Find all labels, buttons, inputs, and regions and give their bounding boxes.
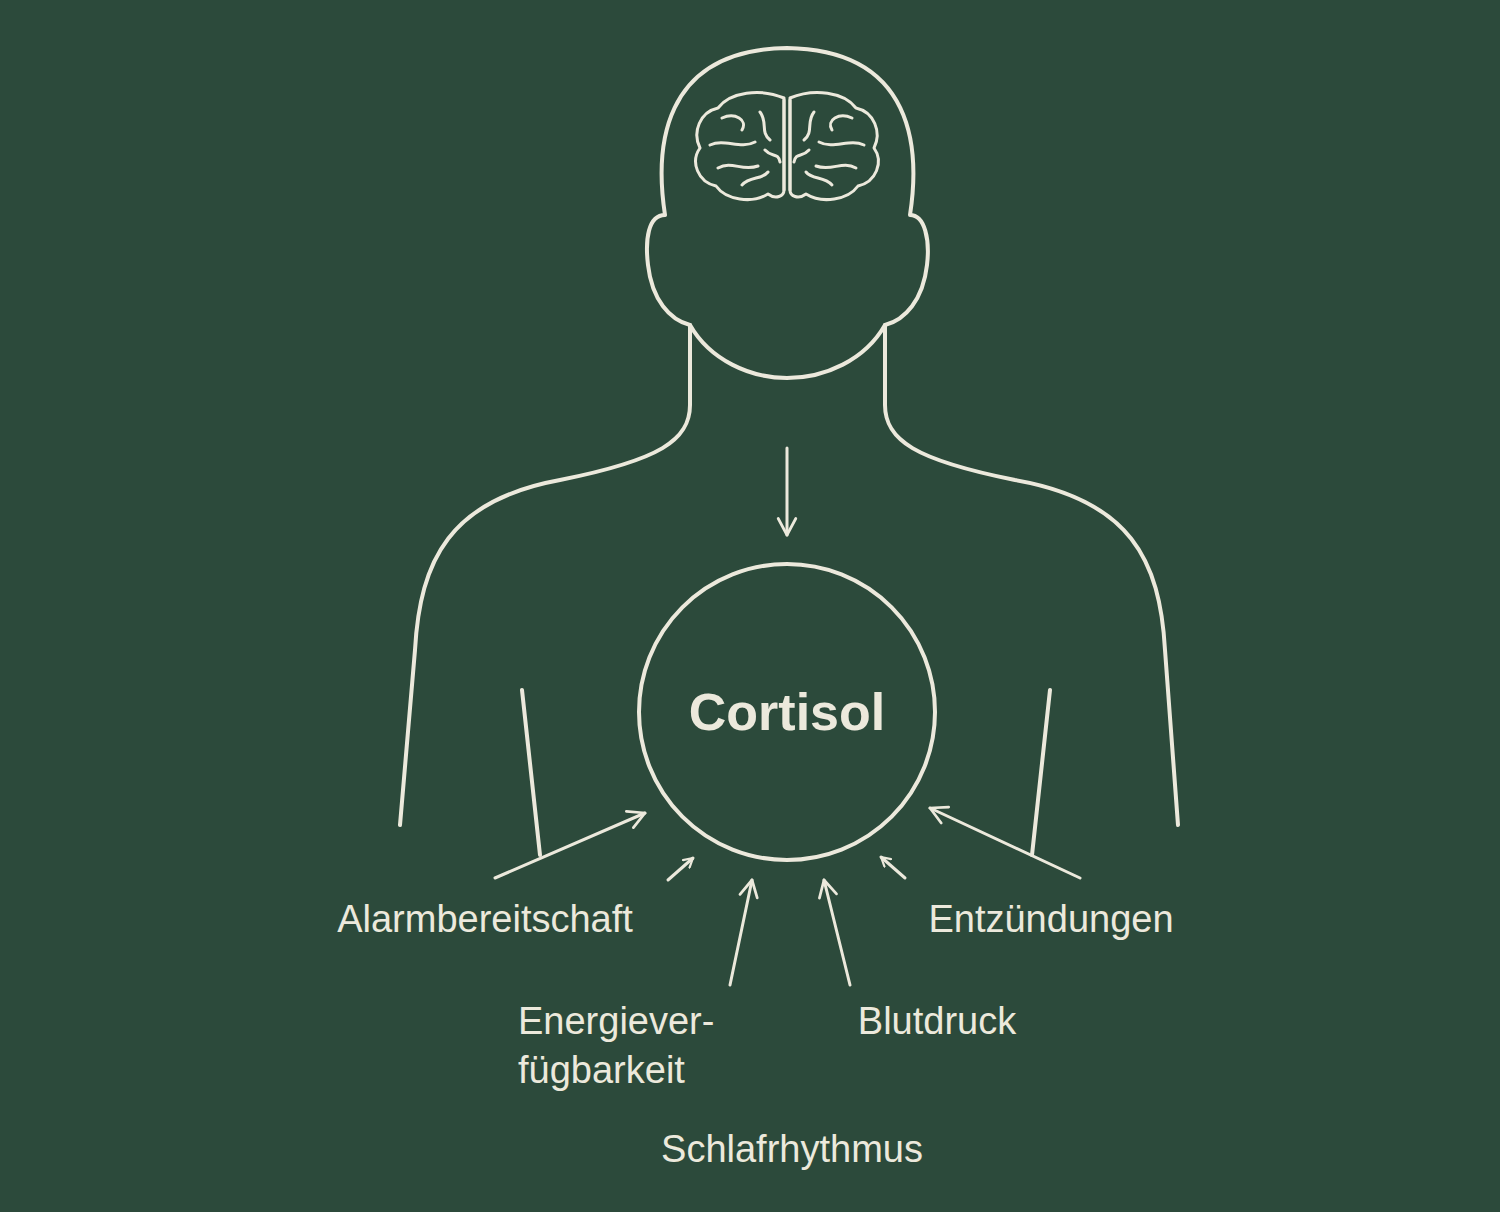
pressure-arrow bbox=[824, 880, 850, 985]
brain-icon bbox=[696, 93, 879, 200]
effect-label: Energiever- fügbarkeit bbox=[518, 997, 768, 1096]
short-arrow bbox=[881, 857, 905, 878]
left-shoulder bbox=[400, 325, 690, 825]
effect-label: Blutdruck bbox=[858, 997, 1016, 1046]
neck-arrow bbox=[786, 448, 789, 535]
hormone-circle: Cortisol bbox=[637, 562, 937, 862]
effect-label: Alarmbereitschaft bbox=[337, 895, 633, 944]
effect-label: Schlafrhythmus bbox=[661, 1125, 923, 1174]
right-arm-line bbox=[1032, 690, 1050, 855]
circle-shape bbox=[639, 564, 935, 860]
inflammation-arrow bbox=[930, 808, 1080, 878]
left-arm-line bbox=[522, 690, 540, 855]
energy-arrow bbox=[730, 880, 752, 985]
alarm-arrow bbox=[495, 813, 645, 878]
node-title: Cortisol bbox=[689, 682, 885, 742]
effect-label: Entzündungen bbox=[928, 895, 1173, 944]
short-arrow bbox=[668, 858, 693, 880]
